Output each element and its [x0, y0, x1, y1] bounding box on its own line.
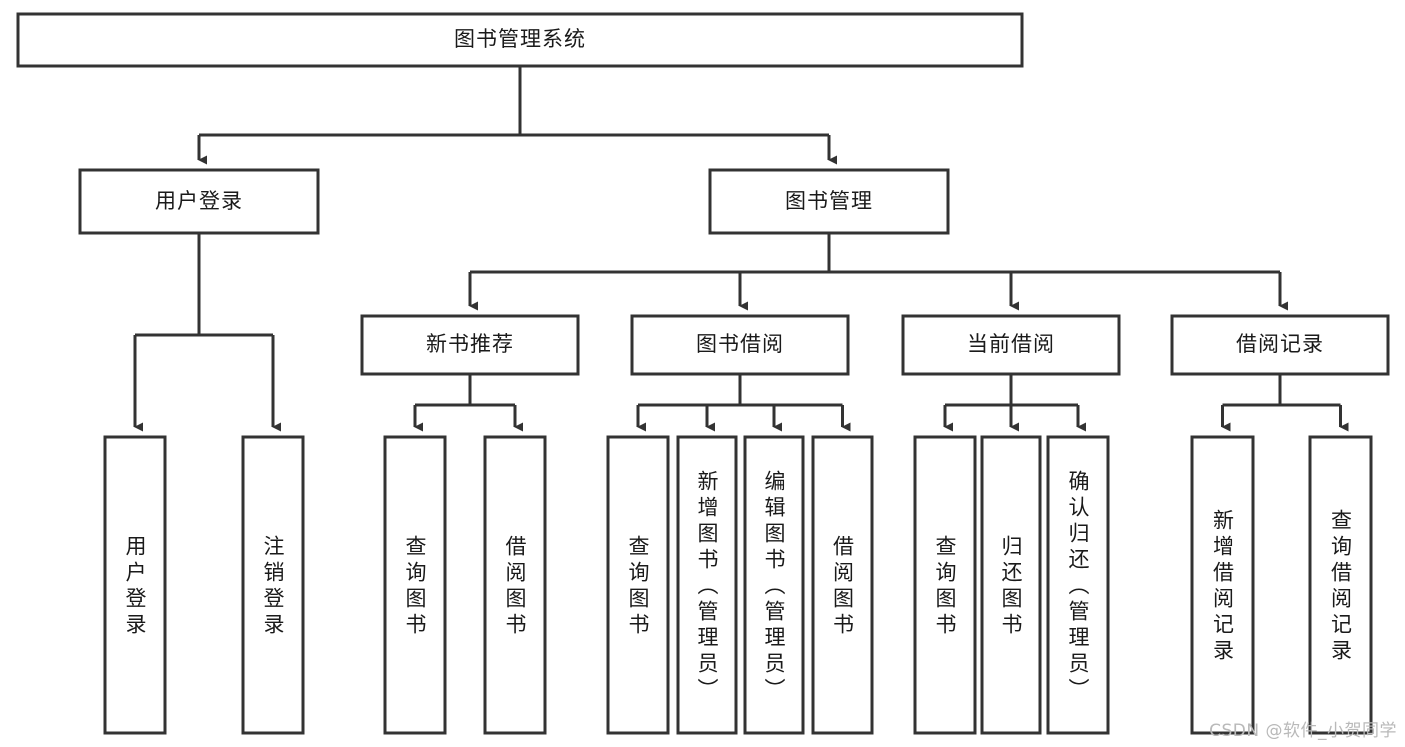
box-leaf-query-book-bor[interactable] — [606, 435, 670, 735]
box-book-borrow[interactable] — [630, 314, 850, 376]
box-leaf-return-book[interactable] — [980, 435, 1042, 735]
box-borrow-record[interactable] — [1170, 314, 1390, 376]
csdn-watermark: CSDN @软件_小贺同学 — [1209, 721, 1397, 741]
box-leaf-add-book[interactable] — [676, 435, 738, 735]
box-leaf-confirm-return[interactable] — [1046, 435, 1110, 735]
box-new-book-recommend[interactable] — [360, 314, 580, 376]
box-user-login[interactable] — [78, 168, 320, 235]
box-book-manage[interactable] — [708, 168, 950, 235]
box-leaf-query-record[interactable] — [1308, 435, 1373, 735]
box-current-borrow[interactable] — [901, 314, 1121, 376]
box-leaf-add-record[interactable] — [1190, 435, 1255, 735]
box-root[interactable] — [16, 12, 1024, 68]
box-leaf-edit-book[interactable] — [743, 435, 805, 735]
box-leaf-borrow-book-rec[interactable] — [483, 435, 547, 735]
box-leaf-borrow-book-bor[interactable] — [811, 435, 874, 735]
box-leaf-user-login[interactable] — [103, 435, 167, 735]
box-leaf-query-book-rec[interactable] — [383, 435, 447, 735]
node-boxes — [16, 12, 1390, 735]
connector-lines — [133, 66, 1349, 432]
box-leaf-query-book-cur[interactable] — [913, 435, 977, 735]
box-leaf-logout[interactable] — [241, 435, 305, 735]
